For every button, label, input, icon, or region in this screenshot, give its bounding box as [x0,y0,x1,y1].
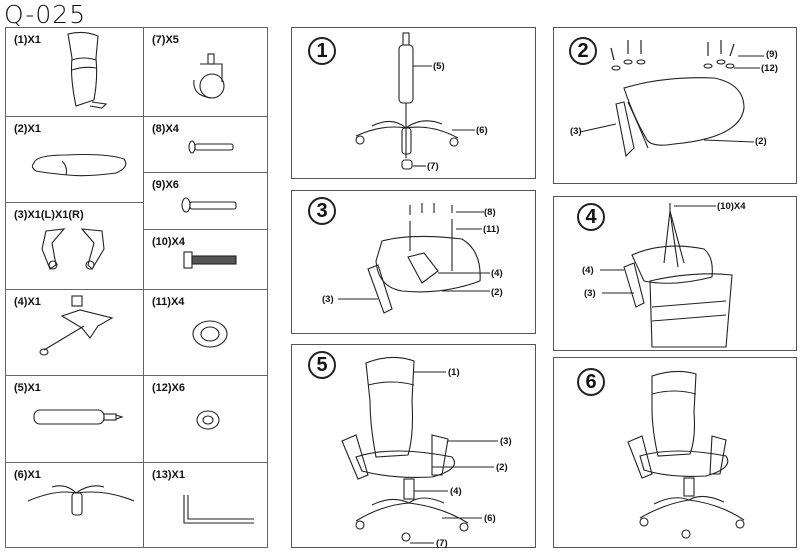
callout: (3) [570,126,582,137]
mechanism-drawing [39,295,114,356]
callout: (11) [483,224,500,235]
part-label: (4)X1 [14,296,41,308]
part-cell-11: (11)X4 [143,289,268,376]
base-drawing [27,485,135,516]
part-label: (2)X1 [14,123,41,135]
part-cell-5: (5)X1 [5,375,144,463]
gas-lift-drawing [33,409,124,425]
step-6-panel: 6 [553,357,797,548]
part-label: (3)X1(L)X1(R) [14,209,84,221]
step-number: 6 [577,368,605,396]
backrest-drawing [67,31,108,109]
callout: (3) [500,436,512,447]
part-label: (9)X6 [152,179,179,191]
step-1-drawing [355,32,475,170]
bolt-10-drawing [183,251,237,269]
step-4-panel: 4 (10)X4 (4) (3) [553,196,797,351]
part-cell-12: (12)X6 [143,375,268,463]
part-cell-13: (13)X1 [143,462,268,548]
seat-drawing [31,153,127,177]
part-label: (8)X4 [152,123,179,135]
part-cell-6: (6)X1 [5,462,144,548]
part-cell-8: (8)X4 [143,116,268,173]
step-1-panel: 1 (5) (6) (7) [291,27,536,179]
caster-drawing [193,53,225,99]
step-5-drawing [341,356,498,544]
step-2-panel: 2 (9) (12) (3) (2) [553,27,797,184]
step-number: 3 [308,197,336,225]
part-cell-7: (7)X5 [143,27,268,117]
part-label: (12)X6 [152,382,186,394]
washer-12-drawing [196,410,220,430]
callout: (4) [450,486,462,497]
step-number: 4 [577,203,605,231]
step-number: 1 [308,37,336,65]
step-4-drawing [600,203,733,348]
callout: (7) [427,161,439,172]
part-label: (6)X1 [14,469,41,481]
callout: (5) [433,61,445,72]
callout: (2) [496,462,508,473]
washer-11-drawing [192,320,228,348]
callout: (10)X4 [717,201,746,212]
callout: (6) [484,513,496,524]
step-number: 5 [308,351,336,379]
callout: (9) [766,49,778,60]
part-label: (11)X4 [152,296,185,308]
part-label: (10)X4 [152,236,186,248]
step-number: 2 [569,37,597,65]
callout: (4) [582,265,594,276]
step-3-panel: 3 (8) (11) (4) (2) (3) [291,190,536,334]
part-cell-9: (9)X6 [143,172,268,230]
callout: (7) [436,538,448,549]
part-label: (5)X1 [14,382,41,394]
callout: (6) [476,125,488,136]
callout: (3) [584,288,596,299]
part-label: (1)X1 [14,34,41,46]
callout: (1) [448,367,460,378]
part-label: (13)X1 [152,469,186,481]
step-3-drawing [338,203,490,314]
part-cell-1: (1)X1 [5,27,144,117]
part-label: (7)X5 [152,34,179,46]
callout: (12) [761,63,778,74]
model-title: Q-025 [4,0,87,29]
callout: (8) [484,207,496,218]
part-cell-10: (10)X4 [143,229,268,290]
part-cell-2: (2)X1 [5,116,144,203]
part-cell-4: (4)X1 [5,289,144,376]
armrests-drawing [41,228,105,270]
bolt-8-drawing [188,140,234,154]
callout: (4) [491,268,503,279]
callout: (3) [322,294,334,305]
step-5-panel: 5 (1) (3) (2) (4) (6) (7) [291,344,536,549]
callout: (2) [491,287,503,298]
allen-key-drawing [183,495,254,524]
part-cell-3: (3)X1(L)X1(R) [5,202,144,290]
callout: (2) [755,136,767,147]
step-2-drawing [579,40,764,158]
step-6-drawing [627,370,745,539]
bolt-9-drawing [181,197,237,213]
